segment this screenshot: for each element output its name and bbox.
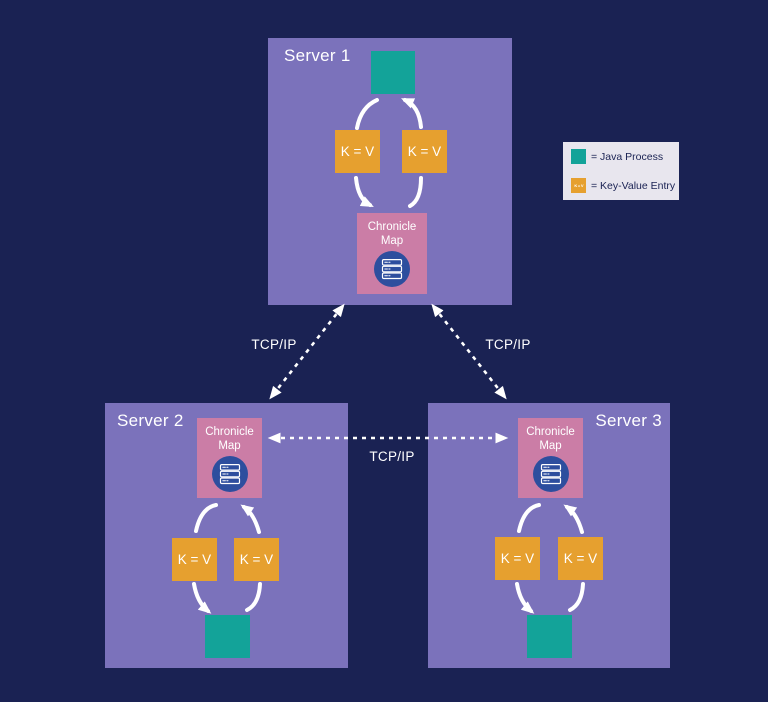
server-2-kv-entry-left: K = V — [172, 538, 217, 581]
tcp-label-server2-server3: TCP/IP — [369, 449, 415, 464]
legend-java-process-label: = Java Process — [591, 150, 664, 163]
server-3-kv-entry-right: K = V — [558, 537, 603, 580]
server-2-kv-entry-right: K = V — [234, 538, 279, 581]
server-3-chronicle-map-label: Chronicle Map — [526, 426, 575, 453]
legend-row-key-value: K = V = Key-Value Entry — [571, 178, 675, 193]
server-2-label: Server 2 — [117, 411, 184, 430]
server-2-chronicle-map: Chronicle Map — [197, 418, 262, 498]
server-1-chronicle-map: Chronicle Map — [357, 213, 427, 294]
server-3-kv-entry-left: K = V — [495, 537, 540, 580]
server-3-label: Server 3 — [595, 411, 662, 430]
key-value-swatch-text: K = V — [574, 183, 583, 188]
tcp-label-server1-server2: TCP/IP — [251, 337, 297, 352]
tcp-label-server1-server3: TCP/IP — [485, 337, 531, 352]
java-process-swatch-icon — [571, 149, 586, 164]
key-value-swatch-icon: K = V — [571, 178, 586, 193]
database-stack-icon — [374, 251, 410, 288]
server-3-java-process — [527, 615, 572, 658]
server-1-chronicle-map-label: Chronicle Map — [367, 221, 417, 248]
server-2-java-process — [205, 615, 250, 658]
server-2-box: Server 2 Chronicle Map K = V K = V — [105, 403, 348, 668]
legend-key-value-label: = Key-Value Entry — [591, 179, 676, 192]
server-2-chronicle-map-label: Chronicle Map — [205, 426, 254, 453]
server-3-box: Server 3 Chronicle Map K = V K = V — [428, 403, 670, 668]
legend-row-java-process: = Java Process — [571, 149, 671, 164]
server-1-kv-entry-left: K = V — [335, 130, 380, 173]
server-1-label: Server 1 — [284, 46, 351, 65]
server-3-chronicle-map: Chronicle Map — [518, 418, 583, 498]
database-stack-icon — [211, 456, 248, 493]
server-1-box: Server 1 K = V K = V Chronicle Map — [268, 38, 512, 305]
server-1-kv-entry-right: K = V — [402, 130, 447, 173]
server-1-java-process — [371, 51, 415, 94]
legend: = Java Process K = V = Key-Value Entry — [563, 142, 679, 200]
database-stack-icon — [532, 456, 569, 493]
